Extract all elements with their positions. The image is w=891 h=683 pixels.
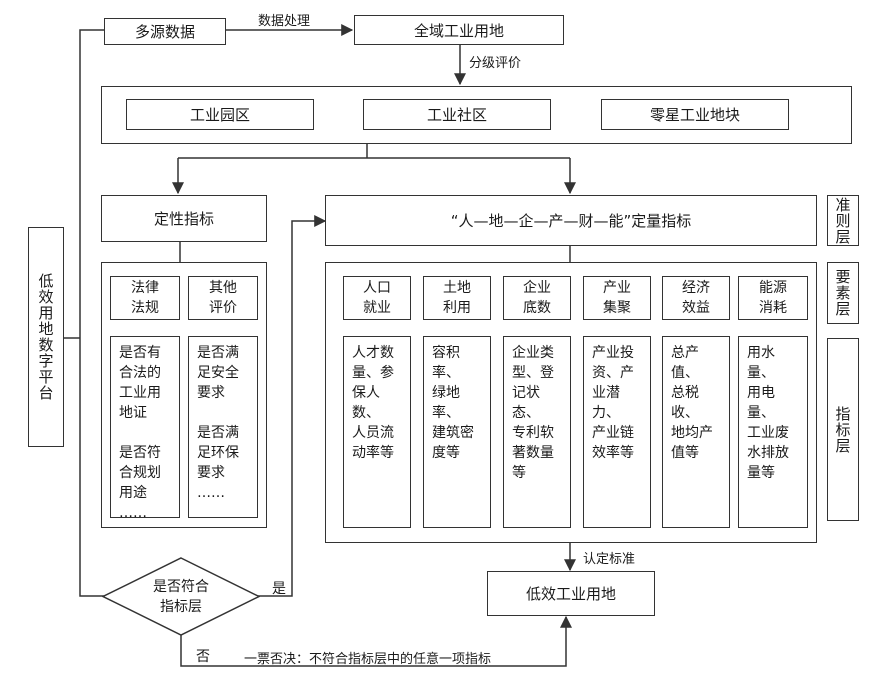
all-domain-industrial-land-box: 全域工业用地	[354, 15, 564, 45]
all-domain-industrial-land-label: 全域工业用地	[413, 21, 504, 40]
scattered-plots-label: 零星工业地块	[649, 106, 740, 124]
element-title-text: 土地 利用	[443, 280, 471, 316]
identification-standard-label: 认定标准	[583, 552, 636, 567]
law-regulation-items: 是否有 合法的 工业用 地证 是否符 合规划 用途 ……	[110, 336, 180, 521]
decision-label: 是否符合 指标层	[153, 579, 209, 615]
decision-diamond	[102, 557, 260, 636]
element-items: 用水量、 用电量、 工业废 水排放 量等	[738, 336, 808, 528]
law-regulation-label: 法律 法规	[131, 280, 159, 316]
quantitative-indicators-box: “人—地—企—产—财—能”定量指标	[325, 195, 817, 246]
other-evaluation-items-text: 是否满 足安全 要求 是否满 足环保 要求 ……	[197, 345, 239, 501]
element-items-text: 用水量、 用电量、 工业废 水排放 量等	[747, 345, 789, 481]
element-items: 总产值、 总税收、 地均产 值等	[662, 336, 730, 528]
other-evaluation-label: 其他 评价	[209, 280, 237, 316]
low-efficiency-land-box: 低效工业用地	[487, 571, 655, 616]
element-title: 企业 底数	[503, 276, 571, 320]
low-efficiency-land-label: 低效工业用地	[525, 585, 616, 603]
criterion-layer-label: 准则层	[833, 196, 852, 245]
element-title: 能源 消耗	[738, 276, 808, 320]
criterion-layer-box: 准则层	[827, 195, 859, 246]
quantitative-indicators-label: “人—地—企—产—财—能”定量指标	[450, 212, 692, 230]
qualitative-indicators-label: 定性指标	[153, 210, 214, 228]
element-items: 企业类 型、登 记状态、 专利软 著数量 等	[503, 336, 571, 528]
element-title-text: 产业 集聚	[603, 280, 631, 316]
law-regulation-items-text: 是否有 合法的 工业用 地证 是否符 合规划 用途 ……	[119, 345, 161, 521]
indicator-layer-label: 指标层	[833, 405, 852, 454]
element-layer-box: 要素层	[827, 262, 859, 324]
multi-source-data-box: 多源数据	[104, 18, 226, 45]
element-items-text: 容积率、 绿地率、 建筑密 度等	[432, 345, 474, 461]
industrial-community-box: 工业社区	[363, 99, 551, 130]
element-items-text: 总产值、 总税收、 地均产 值等	[671, 345, 713, 461]
data-processing-label: 数据处理	[258, 14, 311, 29]
industrial-community-label: 工业社区	[426, 106, 487, 124]
element-items-text: 企业类 型、登 记状态、 专利软 著数量 等	[512, 345, 554, 481]
element-layer-label: 要素层	[833, 269, 852, 317]
element-items: 人才数 量、参 保人数、 人员流 动率等	[343, 336, 411, 528]
law-regulation-box: 法律 法规	[110, 276, 180, 320]
element-title: 土地 利用	[423, 276, 491, 320]
element-title-text: 人口 就业	[363, 280, 391, 316]
industrial-park-box: 工业园区	[126, 99, 314, 130]
platform-box: 低效用地数字平台	[28, 227, 64, 447]
other-evaluation-items: 是否满 足安全 要求 是否满 足环保 要求 ……	[188, 336, 258, 518]
element-title: 产业 集聚	[583, 276, 651, 320]
element-title-text: 能源 消耗	[759, 280, 787, 316]
no-label: 否	[196, 649, 210, 665]
platform-label: 低效用地数字平台	[36, 273, 55, 401]
element-items: 容积率、 绿地率、 建筑密 度等	[423, 336, 491, 528]
multi-source-data-label: 多源数据	[134, 23, 195, 41]
qualitative-indicators-box: 定性指标	[101, 195, 267, 242]
indicator-layer-box: 指标层	[827, 338, 859, 521]
industrial-park-label: 工业园区	[189, 106, 250, 124]
scattered-plots-box: 零星工业地块	[601, 99, 789, 130]
element-title: 经济 效益	[662, 276, 730, 320]
yes-label: 是	[272, 581, 286, 597]
element-title-text: 经济 效益	[682, 280, 710, 316]
other-evaluation-box: 其他 评价	[188, 276, 258, 320]
veto-label: 一票否决：不符合指标层中的任意一项指标	[244, 652, 492, 667]
element-title: 人口 就业	[343, 276, 411, 320]
element-title-text: 企业 底数	[523, 280, 551, 316]
element-items-text: 人才数 量、参 保人数、 人员流 动率等	[352, 345, 394, 461]
element-items-text: 产业投 资、产 业潜力、 产业链 效率等	[592, 345, 634, 461]
grading-evaluation-label: 分级评价	[469, 56, 522, 71]
element-items: 产业投 资、产 业潜力、 产业链 效率等	[583, 336, 651, 528]
